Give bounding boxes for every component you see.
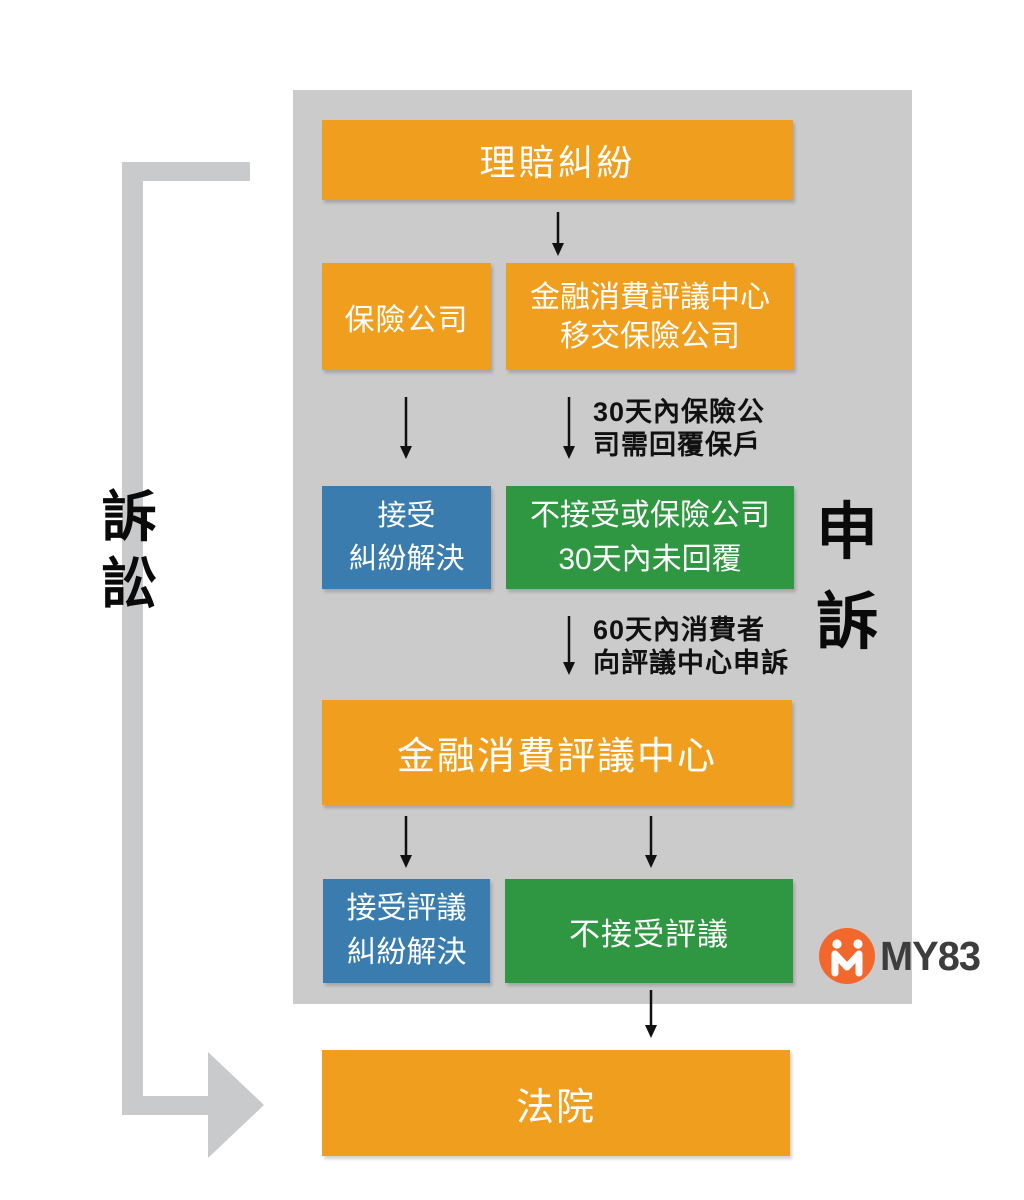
node-center-transfer-line2: 移交保險公司 xyxy=(560,319,740,353)
node-evaluation-center-label: 金融消費評議中心 xyxy=(396,736,717,778)
node-court-label: 法院 xyxy=(515,1086,596,1129)
my83-logo-text: MY83 xyxy=(880,933,981,979)
node-center-transfer-line1: 金融消費評議中心 xyxy=(530,280,770,314)
arrow-claim-to-row2-icon xyxy=(552,212,564,256)
note-reply-deadline-line2: 司需回覆保戶 xyxy=(593,430,761,460)
node-reject-or-no-reply-line1: 不接受或保險公司 xyxy=(530,498,770,532)
litigation-arrow-vertical-bar xyxy=(122,162,143,1115)
note-appeal-deadline-line1: 60天內消費者 xyxy=(593,615,766,645)
note-appeal-deadline: 60天內消費者 向評議中心申訴 xyxy=(593,614,789,680)
node-reject-or-no-reply: 不接受或保險公司 30天內未回覆 xyxy=(506,486,794,589)
arrow-reject-to-evaluation-icon xyxy=(563,616,575,675)
litigation-arrow-top-bar xyxy=(122,162,250,181)
node-accept-resolution-line2: 糾紛解決 xyxy=(348,542,465,575)
node-claim-dispute: 理賠糾紛 xyxy=(322,120,793,200)
node-accept-evaluation-line2: 糾紛解決 xyxy=(346,936,467,969)
node-reject-or-no-reply-line2: 30天內未回覆 xyxy=(558,542,742,576)
arrow-insurance-to-accept-icon xyxy=(400,397,412,459)
appeal-char-2: 訴 xyxy=(815,588,878,657)
node-center-transfer: 金融消費評議中心 移交保險公司 xyxy=(506,263,794,370)
note-reply-deadline-line1: 30天內保險公 xyxy=(593,397,766,427)
litigation-arrow-bottom-bar xyxy=(122,1096,208,1115)
note-appeal-deadline-line2: 向評議中心申訴 xyxy=(593,648,789,678)
arrow-reject-to-court-icon xyxy=(645,990,657,1038)
node-reject-evaluation-label: 不接受評議 xyxy=(569,916,729,952)
arrow-evaluation-to-accept-icon xyxy=(400,816,412,868)
node-court: 法院 xyxy=(322,1050,790,1156)
my83-logo-mark-icon xyxy=(819,928,875,984)
node-insurance-company-label: 保險公司 xyxy=(344,303,469,337)
node-accept-evaluation-line1: 接受評議 xyxy=(346,892,467,925)
node-reject-evaluation: 不接受評議 xyxy=(505,879,793,983)
node-accept-resolution-line1: 接受 xyxy=(377,499,436,532)
appeal-label: 申 訴 xyxy=(813,488,881,668)
litigation-char-2: 訟 xyxy=(101,553,157,615)
note-reply-deadline: 30天內保險公 司需回覆保戶 xyxy=(593,396,765,462)
node-accept-evaluation: 接受評議 糾紛解決 xyxy=(323,879,490,983)
arrow-center-to-reject-icon xyxy=(563,397,575,459)
appeal-char-1: 申 xyxy=(815,498,878,567)
arrow-evaluation-to-reject-icon xyxy=(645,816,657,868)
node-insurance-company: 保險公司 xyxy=(322,263,491,370)
node-accept-resolution: 接受 糾紛解決 xyxy=(322,486,491,589)
litigation-label: 訴 訟 xyxy=(97,484,161,618)
litigation-arrowhead-icon xyxy=(208,1052,264,1158)
my83-logo: MY83 xyxy=(818,927,1018,987)
node-claim-dispute-label: 理賠糾紛 xyxy=(479,142,636,183)
litigation-char-1: 訴 xyxy=(101,486,157,548)
node-evaluation-center: 金融消費評議中心 xyxy=(322,700,792,805)
